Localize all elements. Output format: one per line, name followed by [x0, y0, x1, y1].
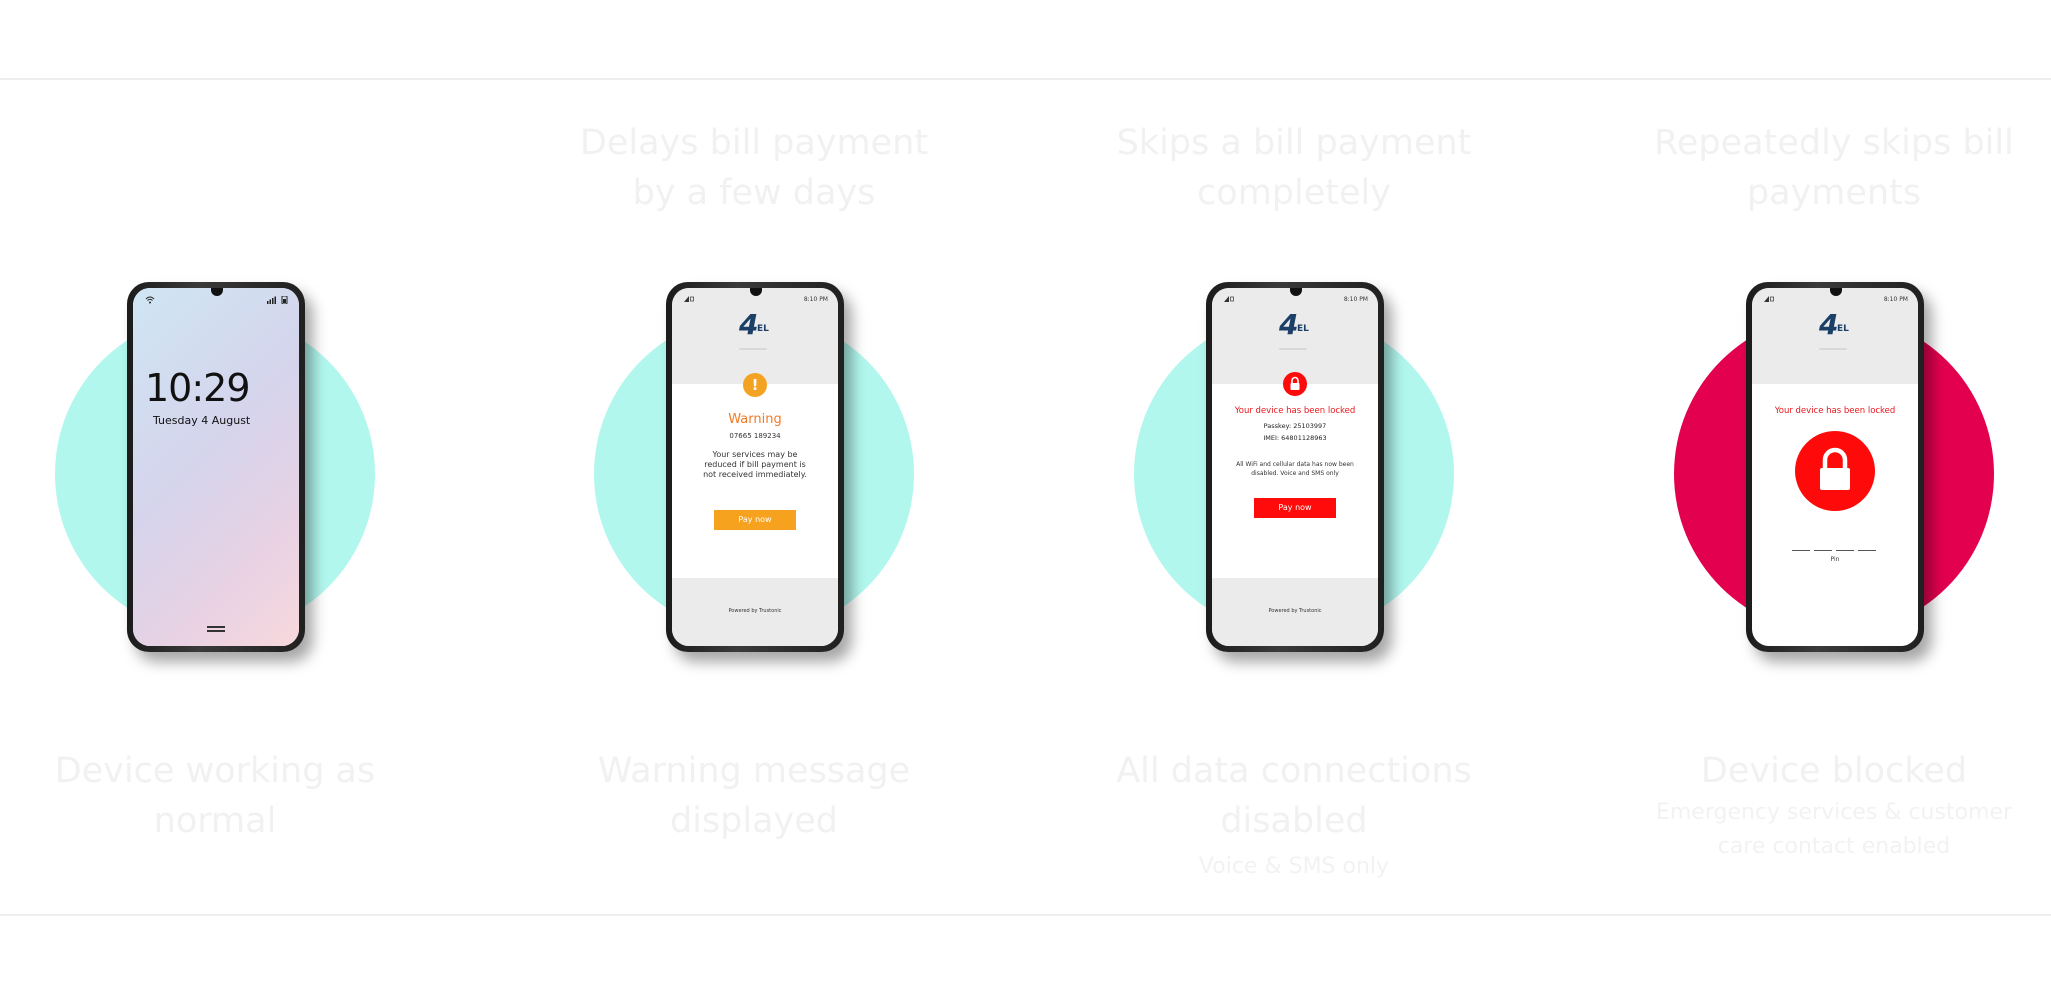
logo-shadow: [1279, 348, 1307, 350]
locked-title: Your device has been locked: [1774, 406, 1896, 416]
phone-screen: 10:29 Tuesday 4 August: [133, 288, 299, 646]
status-bar: 8:10 PM: [1212, 296, 1378, 306]
warning-title: Warning: [728, 412, 782, 427]
status-time: 8:10 PM: [803, 296, 828, 303]
stage-warning: Delays bill payment by a few days 4 EL 8…: [554, 0, 954, 1002]
logo-suffix: EL: [757, 324, 769, 334]
lock-screen-time: 10:29: [145, 366, 251, 410]
lock-screen-date: Tuesday 4 August: [153, 414, 251, 427]
status-bar: [133, 295, 299, 306]
signal-icon: [1764, 296, 1774, 304]
app-header: 4 EL: [672, 288, 838, 384]
signal-icon: [684, 296, 694, 304]
app-header: 4 EL: [1212, 288, 1378, 384]
exclamation-icon: !: [743, 373, 767, 397]
passkey-text: Passkey: 25103997: [1263, 422, 1327, 430]
4el-logo: 4 EL: [1819, 308, 1853, 342]
app-header: 4 EL: [1752, 288, 1918, 384]
logo-shadow: [739, 348, 767, 350]
bottom-divider: [0, 914, 2051, 916]
phone-warning-screen: 4 EL 8:10 PM ! Warning 07665 189234 Your…: [666, 282, 844, 652]
stage-2-bottom-caption: Warning message displayed: [597, 751, 911, 841]
imei-text: IMEI: 64801128963: [1263, 434, 1327, 442]
stage-2-top-caption: Delays bill payment by a few days: [579, 123, 929, 213]
signal-icon: [1224, 296, 1234, 304]
phone-screen: 4 EL 8:10 PM ! Warning 07665 189234 Your…: [672, 288, 838, 646]
logo-suffix: EL: [1837, 324, 1849, 334]
app-footer: Powered by Trustonic: [672, 578, 838, 646]
phone-notch: [1290, 288, 1302, 296]
phone-lock-screen: 10:29 Tuesday 4 August: [127, 282, 305, 652]
phone-screen: 4 EL 8:10 PM Your device has been locked…: [1212, 288, 1378, 646]
logo-number: 4: [739, 308, 759, 341]
logo-number: 4: [1279, 308, 1299, 341]
phone-notch: [1830, 288, 1842, 296]
stage-4-subcaption: Emergency services & customer care conta…: [1655, 800, 2013, 859]
logo-shadow: [1819, 348, 1847, 350]
stage-3-subcaption: Voice & SMS only: [1198, 854, 1390, 879]
logo-number: 4: [1819, 308, 1839, 341]
4el-logo: 4 EL: [739, 308, 773, 342]
signal-battery-icon: [267, 295, 289, 306]
stage-3-bottom-caption: All data connections disabled: [1116, 751, 1472, 841]
lock-screen-wallpaper: [133, 288, 299, 646]
stage-data-disabled: Skips a bill payment completely 4 EL 8:1…: [1094, 0, 1494, 1002]
pay-now-button[interactable]: Pay now: [714, 510, 796, 530]
status-time: 8:10 PM: [1343, 296, 1368, 303]
4el-logo: 4 EL: [1279, 308, 1313, 342]
padlock-icon: [1283, 372, 1307, 396]
top-divider: [0, 78, 2051, 80]
pin-label: Pin: [1830, 556, 1840, 563]
phone-locked-data-screen: 4 EL 8:10 PM Your device has been locked…: [1206, 282, 1384, 652]
phone-notch: [211, 288, 223, 296]
status-bar: 8:10 PM: [672, 296, 838, 306]
pin-entry-field[interactable]: [1792, 550, 1878, 552]
phone-blocked-screen: 4 EL 8:10 PM Your device has been locked…: [1746, 282, 1924, 652]
stage-4-bottom-caption: Device blocked: [1700, 751, 1968, 791]
stage-1-bottom-caption: Device working as normal: [54, 751, 376, 841]
logo-suffix: EL: [1297, 324, 1309, 334]
powered-by-text: Powered by Trustonic: [728, 608, 782, 614]
phone-number: 07665 189234: [729, 432, 781, 440]
locked-message: All WiFi and cellular data has now been …: [1236, 461, 1354, 477]
phone-notch: [750, 288, 762, 296]
stage-3-top-caption: Skips a bill payment completely: [1116, 123, 1472, 213]
powered-by-text: Powered by Trustonic: [1268, 608, 1322, 614]
locked-title: Your device has been locked: [1234, 406, 1356, 416]
wifi-icon: [145, 296, 155, 306]
stage-4-top-caption: Repeatedly skips bill payments: [1654, 123, 2014, 213]
home-indicator[interactable]: [207, 626, 225, 628]
stage-blocked: Repeatedly skips bill payments 4 EL 8:10…: [1634, 0, 2034, 1002]
phone-screen: 4 EL 8:10 PM Your device has been locked…: [1752, 288, 1918, 646]
pay-now-button[interactable]: Pay now: [1254, 498, 1336, 518]
stage-normal: 10:29 Tuesday 4 August Device working as…: [15, 0, 415, 1002]
app-footer: Powered by Trustonic: [1212, 578, 1378, 646]
warning-message: Your services may be reduced if bill pay…: [703, 450, 807, 479]
status-time: 8:10 PM: [1883, 296, 1908, 303]
large-padlock-icon: [1795, 431, 1875, 511]
status-bar: 8:10 PM: [1752, 296, 1918, 306]
